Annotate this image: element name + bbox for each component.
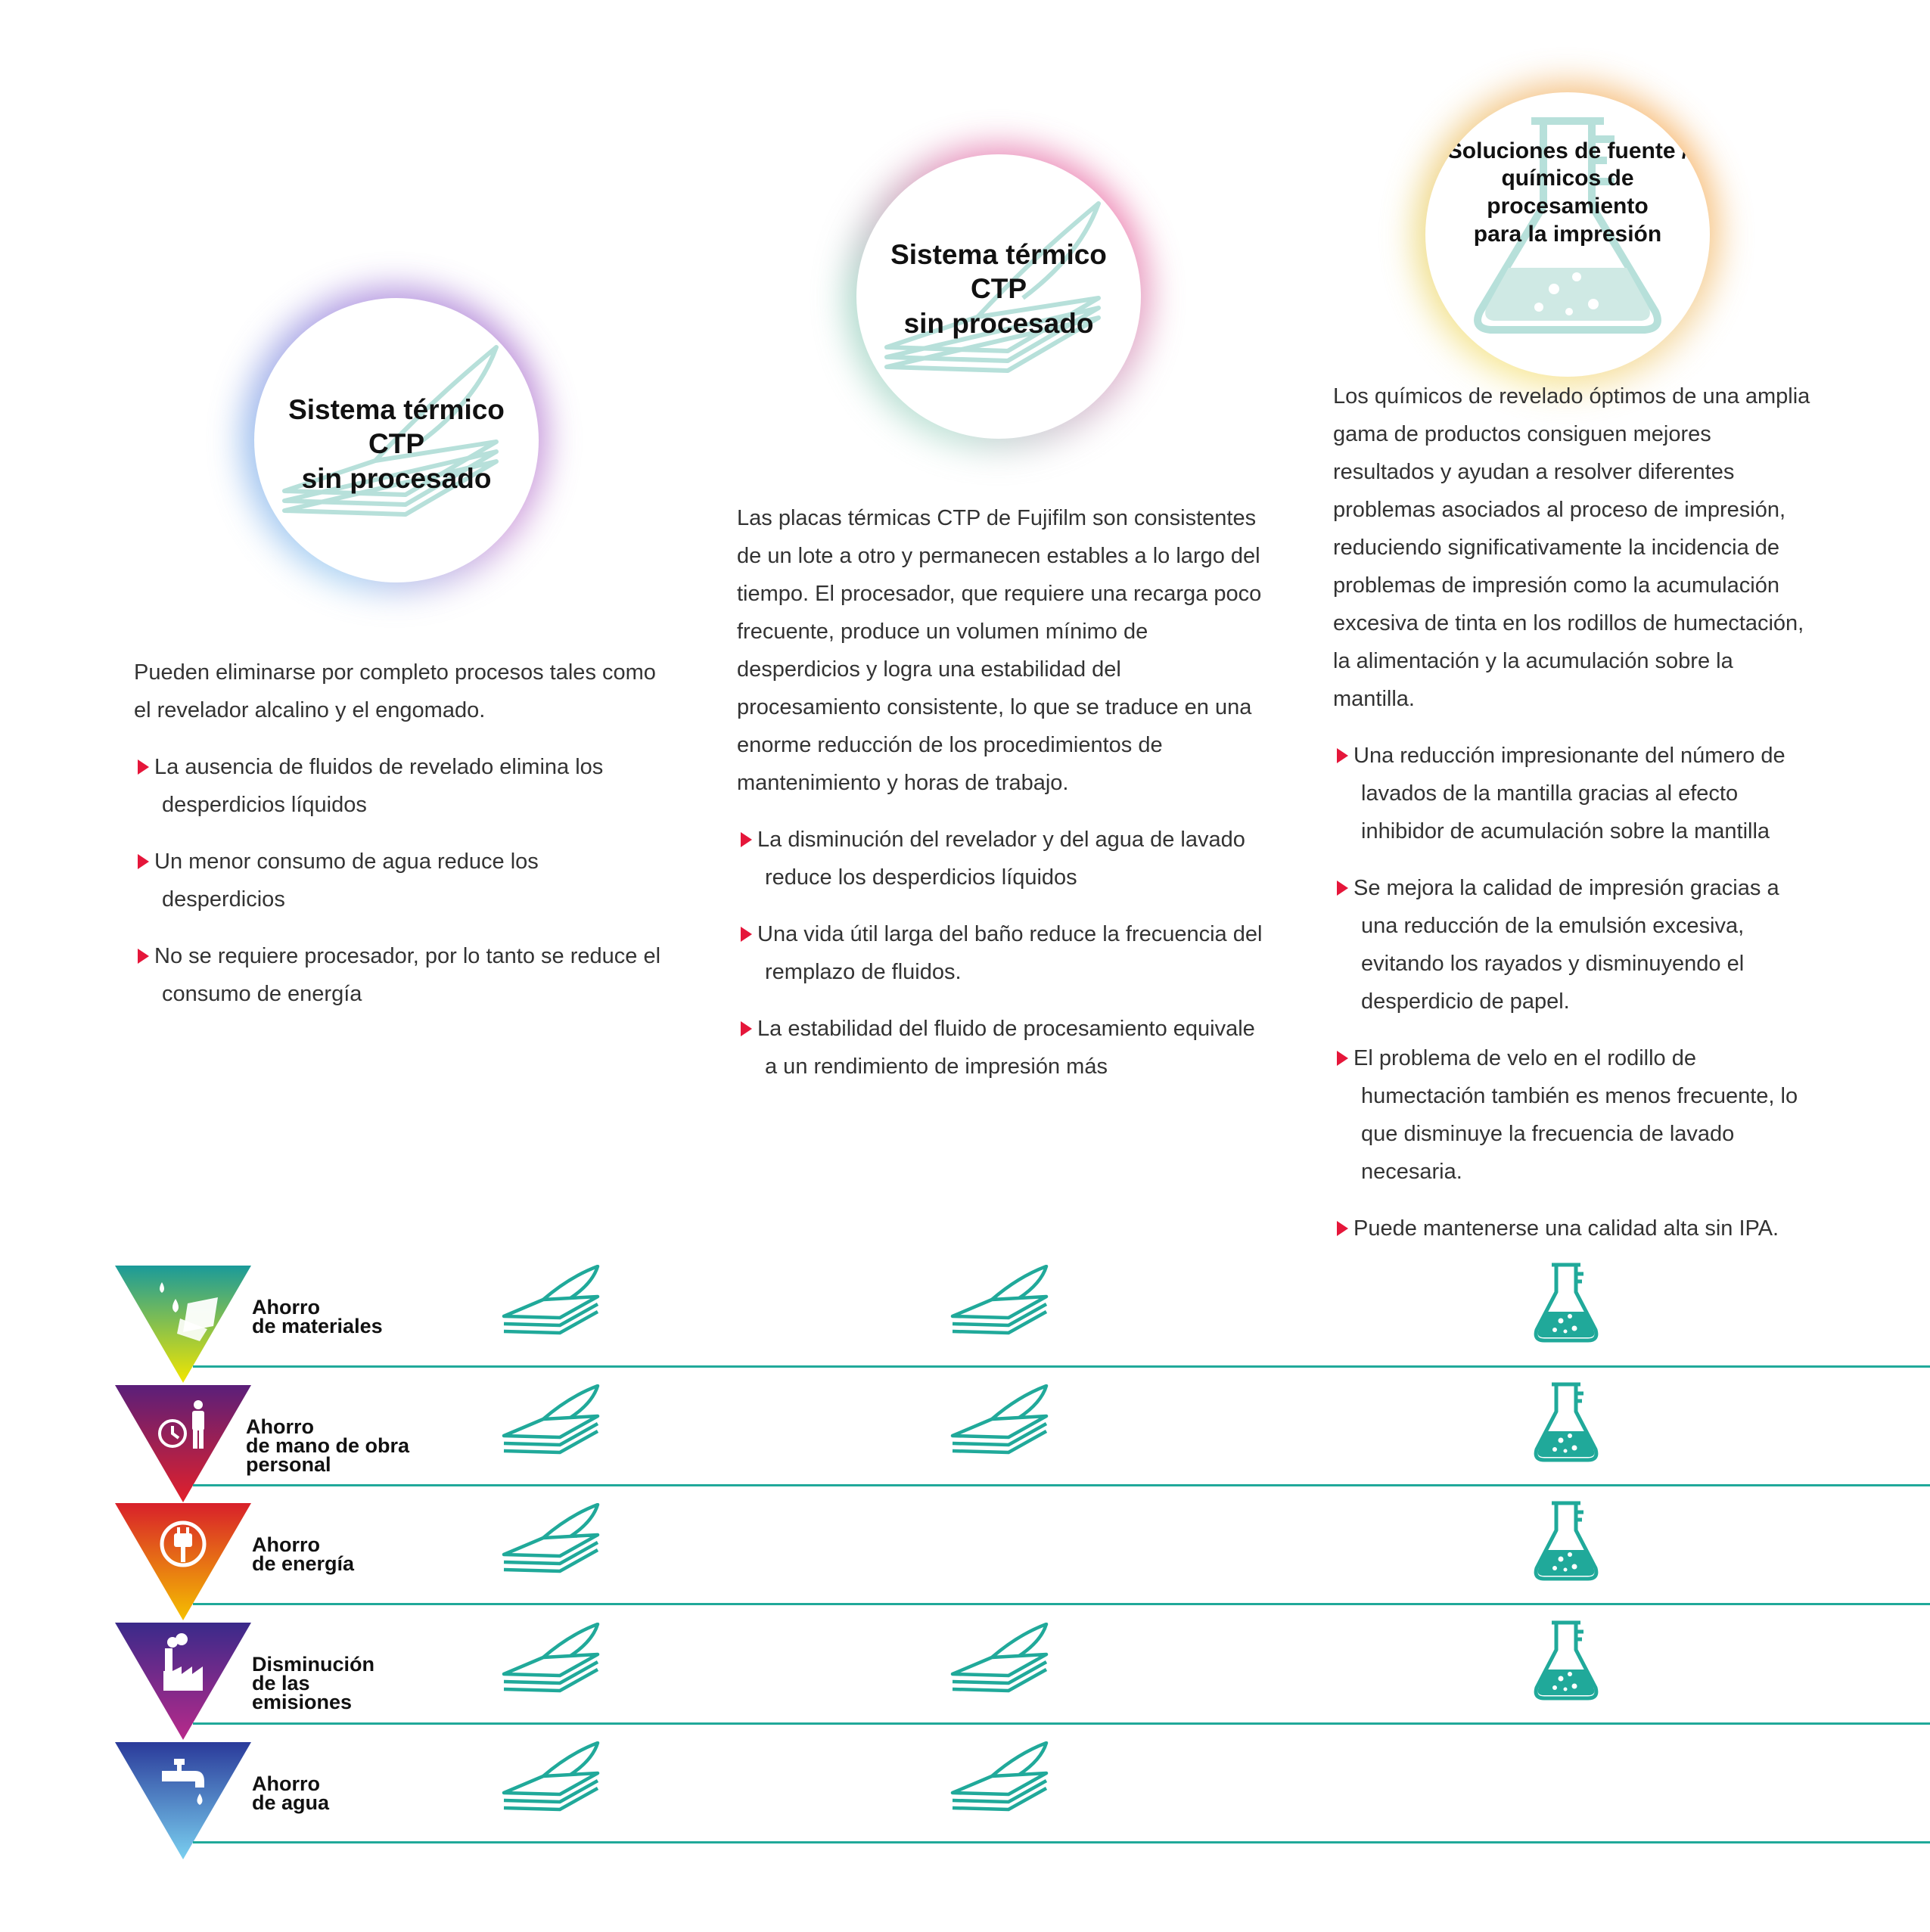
list-item: Se mejora la calidad de impresión gracia… [1333, 869, 1817, 1020]
row-divider [193, 1484, 1930, 1486]
flask-mark-icon [1532, 1262, 1600, 1349]
flask-mark-icon [1532, 1620, 1600, 1707]
bullet-triangle-icon [1337, 748, 1348, 763]
labor-person-icon [115, 1385, 251, 1502]
flask-mark-icon [1532, 1381, 1600, 1468]
list-item: La disminución del revelador y del agua … [737, 821, 1266, 896]
plate-mark-icon [501, 1622, 603, 1702]
plate-mark-icon [501, 1741, 603, 1821]
row-divider [193, 1603, 1930, 1605]
list-item: La estabilidad del fluido de procesamien… [737, 1010, 1266, 1086]
benefit-label: Ahorro de materiales [252, 1296, 383, 1337]
list-item: La ausencia de fluidos de revelado elimi… [134, 748, 664, 824]
bullet-triangle-icon [741, 927, 752, 942]
plate-mark-icon [949, 1264, 1052, 1344]
plate-mark-icon [949, 1622, 1052, 1702]
column-3-bullets: Una reducción impresionante del número d… [1333, 737, 1817, 1247]
column-3-title: Soluciones de fuente / químicos de proce… [1447, 138, 1689, 247]
list-item: Un menor consumo de agua reduce los desp… [134, 843, 664, 918]
row-divider [193, 1722, 1930, 1725]
column-1-intro: Pueden eliminarse por completo procesos … [134, 660, 656, 722]
column-2-intro: Las placas térmicas CTP de Fujifilm son … [737, 506, 1262, 795]
row-divider [193, 1841, 1930, 1843]
flask-icon [1474, 117, 1661, 334]
plate-mark-icon [949, 1741, 1052, 1821]
list-item: El problema de velo en el rodillo de hum… [1333, 1039, 1817, 1191]
column-1-text: Pueden eliminarse por completo procesos … [134, 654, 664, 1013]
benefit-label: Ahorro de mano de obra personal [246, 1415, 410, 1476]
bullet-triangle-icon [1337, 1221, 1348, 1236]
plate-mark-icon [501, 1264, 603, 1344]
plate-icon [884, 201, 1101, 373]
energy-plug-icon [115, 1503, 251, 1620]
bullet-triangle-icon [1337, 881, 1348, 896]
benefit-label: Ahorro de energía [252, 1533, 355, 1575]
bullet-triangle-icon [741, 832, 752, 847]
flask-mark-icon [1532, 1500, 1600, 1587]
column-2-title: Sistema térmico CTP sin procesado [890, 239, 1107, 339]
column-1-bullets: La ausencia de fluidos de revelado elimi… [134, 748, 664, 1013]
benefit-label: Disminución de las emisiones [252, 1653, 375, 1713]
row-divider [193, 1365, 1930, 1368]
circle-1: Sistema térmico CTP sin procesado [254, 298, 539, 582]
column-3-text: Los químicos de revelado óptimos de una … [1333, 377, 1817, 1247]
emissions-factory-icon [115, 1623, 251, 1740]
water-tap-icon [115, 1742, 251, 1859]
bullet-triangle-icon [138, 759, 149, 775]
materials-drops-icon [115, 1266, 251, 1383]
column-2-bullets: La disminución del revelador y del agua … [737, 821, 1266, 1086]
benefit-label: Ahorro de agua [252, 1772, 330, 1814]
plate-mark-icon [501, 1502, 603, 1583]
column-3-intro: Los químicos de revelado óptimos de una … [1333, 384, 1810, 711]
column-2-text: Las placas térmicas CTP de Fujifilm son … [737, 499, 1266, 1086]
bullet-triangle-icon [741, 1021, 752, 1036]
bullet-triangle-icon [1337, 1051, 1348, 1066]
list-item: Una vida útil larga del baño reduce la f… [737, 915, 1266, 991]
bullet-triangle-icon [138, 854, 149, 869]
list-item: Una reducción impresionante del número d… [1333, 737, 1817, 850]
circle-3: Soluciones de fuente / químicos de proce… [1425, 92, 1710, 377]
plate-icon [282, 345, 499, 517]
plate-mark-icon [501, 1384, 603, 1464]
plate-mark-icon [949, 1384, 1052, 1464]
column-1-title: Sistema térmico CTP sin procesado [288, 394, 505, 494]
circle-2: Sistema térmico CTP sin procesado [856, 154, 1141, 439]
list-item: Puede mantenerse una calidad alta sin IP… [1333, 1210, 1817, 1247]
list-item: No se requiere procesador, por lo tanto … [134, 937, 664, 1013]
bullet-triangle-icon [138, 949, 149, 964]
